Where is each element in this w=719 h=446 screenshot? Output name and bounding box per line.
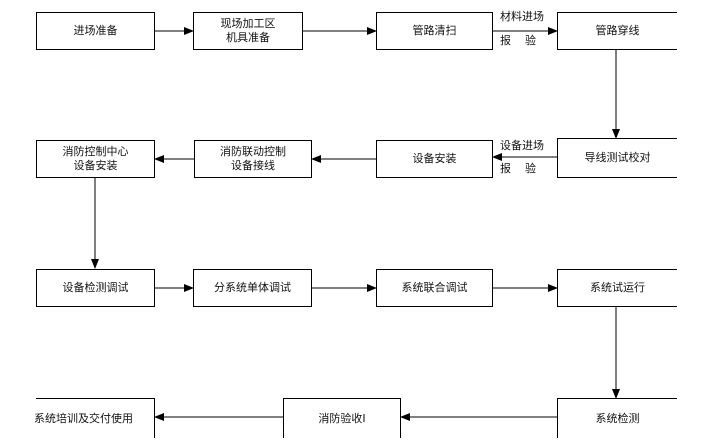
node-n13: 系统检测 bbox=[557, 398, 677, 438]
node-n13-label: 系统检测 bbox=[595, 411, 640, 425]
node-n15: 系统培训及交付使用 bbox=[34, 398, 155, 438]
node-n1: 进场准备 bbox=[36, 12, 155, 50]
node-n4-label: 管路穿线 bbox=[595, 24, 640, 37]
node-n3-label: 管路清扫 bbox=[412, 24, 457, 37]
node-n2-label: 现场加工区 机具准备 bbox=[220, 17, 276, 44]
node-n11: 系统联合调试 bbox=[376, 269, 493, 307]
node-n6-label: 设备安装 bbox=[412, 152, 457, 165]
node-n8: 消防控制中心 设备安装 bbox=[36, 140, 155, 178]
node-n4: 管路穿线 bbox=[557, 12, 677, 50]
node-n12: 系统试运行 bbox=[557, 269, 677, 307]
node-n15-label: 系统培训及交付使用 bbox=[34, 411, 133, 425]
edge-label-device-line1: 设备进场 bbox=[500, 139, 544, 152]
node-n14: 消防验收I bbox=[283, 398, 401, 438]
edge-label-device-line2: 报 验 bbox=[500, 162, 536, 175]
node-n2: 现场加工区 机具准备 bbox=[193, 12, 303, 50]
node-n5: 导线测试校对 bbox=[557, 138, 677, 178]
node-n6: 设备安装 bbox=[376, 140, 493, 178]
node-n10: 分系统单体调试 bbox=[193, 269, 312, 307]
node-n9-label: 设备检测调试 bbox=[62, 281, 129, 294]
node-n3: 管路清扫 bbox=[376, 12, 493, 50]
node-n8-label: 消防控制中心 设备安装 bbox=[62, 145, 129, 172]
edge-label-material-line1: 材料进场 bbox=[500, 10, 544, 23]
node-n10-label: 分系统单体调试 bbox=[214, 281, 291, 294]
node-n1-label: 进场准备 bbox=[73, 24, 118, 37]
node-n9: 设备检测调试 bbox=[36, 269, 155, 307]
node-n14-label: 消防验收I bbox=[318, 411, 366, 425]
node-n7: 消防联动控制 设备接线 bbox=[194, 140, 312, 178]
node-n7-label: 消防联动控制 设备接线 bbox=[220, 145, 286, 172]
node-n5-label: 导线测试校对 bbox=[584, 151, 651, 164]
node-n11-label: 系统联合调试 bbox=[401, 281, 468, 294]
node-n12-label: 系统试运行 bbox=[590, 281, 645, 294]
edge-label-material-line2: 报 验 bbox=[500, 34, 536, 47]
